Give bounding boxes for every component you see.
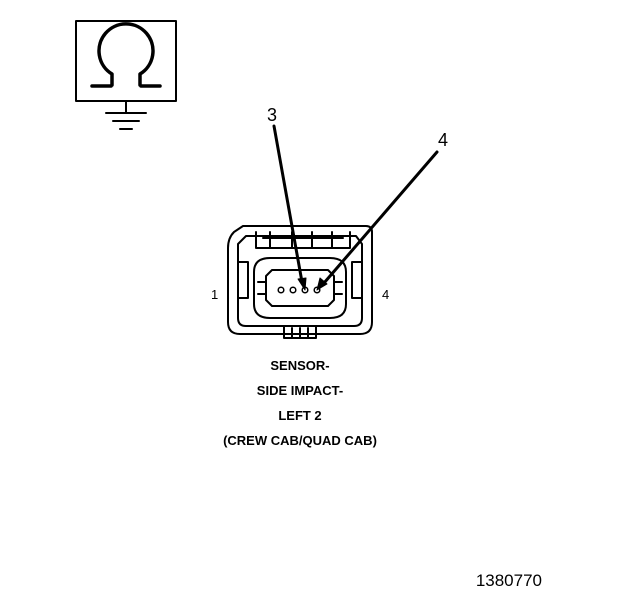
pin-cavities <box>277 286 321 294</box>
leader-pin-3-arrowhead <box>297 277 307 291</box>
pin-1-cavity <box>277 286 285 294</box>
leader-pin-4-arrowhead <box>316 277 328 291</box>
callout-leaders <box>272 124 439 291</box>
leader-pin-4 <box>322 150 439 285</box>
caption-line-1: SENSOR- <box>270 358 330 373</box>
pin-label-left: 1 <box>211 287 219 302</box>
callout-label-4: 4 <box>438 130 449 150</box>
ohmmeter-ground-icon <box>75 20 177 130</box>
caption-line-2: SIDE IMPACT- <box>256 383 344 398</box>
pin-4-cavity <box>313 286 321 294</box>
leader-pin-3 <box>272 124 304 284</box>
pin-label-right: 4 <box>382 287 390 302</box>
caption-line-3: LEFT 2 <box>278 408 322 423</box>
callout-label-3: 3 <box>267 105 278 125</box>
pin-2-cavity <box>289 286 297 294</box>
caption-line-4: (CREW CAB/QUAD CAB) <box>223 433 377 448</box>
figure-id: 1380770 <box>475 571 542 590</box>
